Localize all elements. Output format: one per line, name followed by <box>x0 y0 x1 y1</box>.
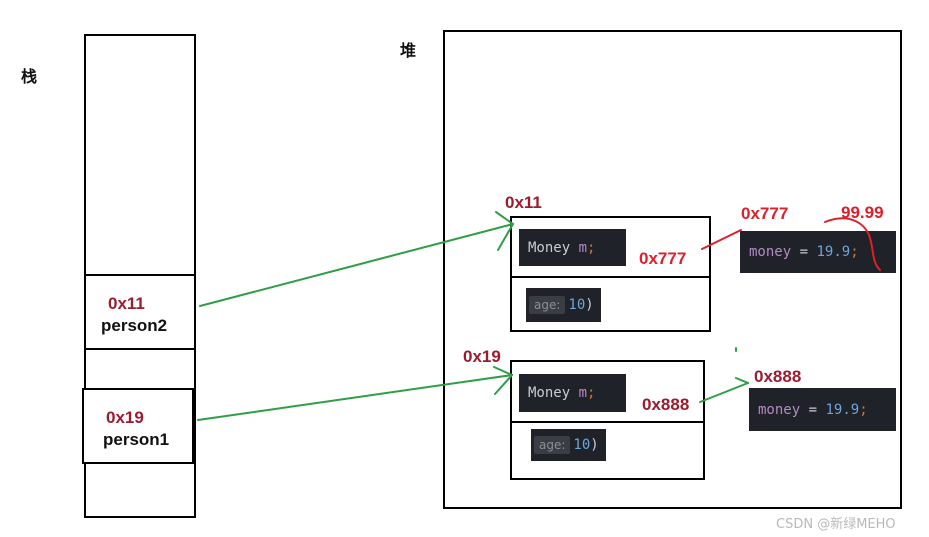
heap-label: 堆 <box>400 41 417 60</box>
field-semicolon: ; <box>587 385 596 401</box>
money-op: = <box>799 244 809 260</box>
stack-frame-name: person2 <box>101 316 168 335</box>
heap-object-divider <box>512 276 709 278</box>
field-ref-address: 0x888 <box>642 395 690 414</box>
field-age-code: age:10) <box>526 288 601 322</box>
field-money-code: Money m; <box>519 229 626 266</box>
money-value: 19.9 <box>825 401 860 418</box>
stack-frame-address: 0x11 <box>108 294 145 313</box>
field-name: m <box>578 239 588 256</box>
stack-frame-person1: 0x19 person1 <box>82 388 194 464</box>
watermark: CSDN @新绿MEHO <box>776 517 896 532</box>
money-object-address: 0x888 <box>754 367 802 386</box>
age-value: 10 <box>568 297 586 313</box>
arrow-777-to-money <box>701 229 742 250</box>
money-new-value: 99.99 <box>841 203 884 222</box>
money-object-888-code: money = 19.9; <box>749 388 896 431</box>
stack-frame-address: 0x19 <box>106 408 144 427</box>
cross-out-scribble <box>824 217 881 271</box>
money-semicolon: ; <box>850 244 859 260</box>
field-semicolon: ; <box>587 239 596 256</box>
age-tail: ) <box>585 297 594 313</box>
heap-object-address: 0x19 <box>463 347 501 366</box>
field-name: m <box>578 385 588 401</box>
heap-object-address: 0x11 <box>505 193 542 212</box>
arrow-person2-to-heap <box>199 211 515 307</box>
money-semicolon: ; <box>859 401 868 418</box>
money-field: money <box>749 244 792 260</box>
stack-label: 栈 <box>21 67 38 86</box>
heap-object-divider <box>512 421 703 423</box>
arrow-person1-to-heap <box>197 366 514 421</box>
field-ref-address: 0x777 <box>639 249 687 268</box>
age-value: 10 <box>573 437 591 453</box>
field-age-code: age:10) <box>531 429 606 461</box>
stack-frame-person2: 0x11 person2 <box>84 274 196 350</box>
field-type: Money <box>528 385 571 401</box>
age-hint: age: <box>534 436 571 454</box>
money-object-address: 0x777 <box>741 204 789 223</box>
age-tail: ) <box>590 437 599 453</box>
money-value: 19.9 <box>816 244 851 260</box>
age-hint: age: <box>529 296 566 314</box>
money-field: money <box>758 401 801 418</box>
stack-frame-name: person1 <box>103 430 170 449</box>
field-money-code: Money m; <box>519 374 626 412</box>
field-type: Money <box>528 239 571 256</box>
arrow-888-to-money <box>699 347 749 403</box>
money-op: = <box>808 401 818 418</box>
